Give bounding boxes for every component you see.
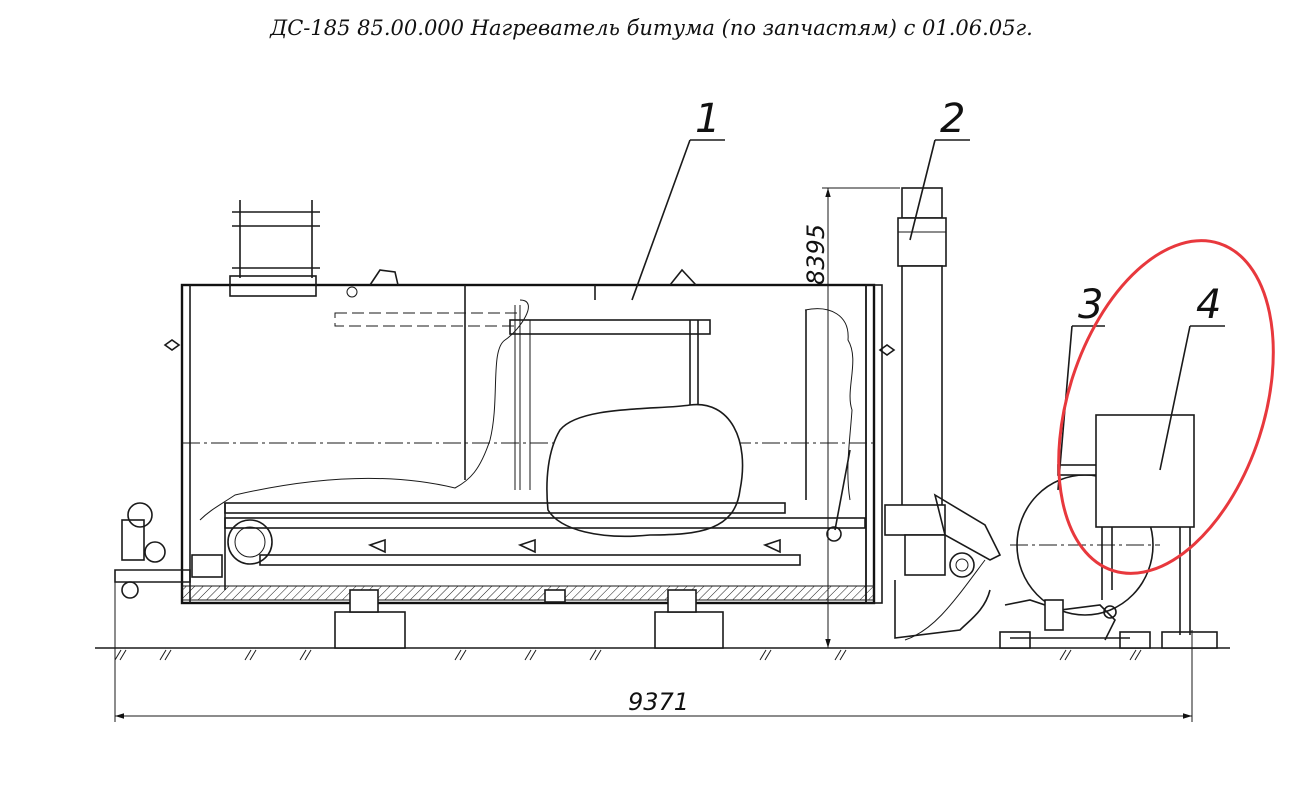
length-dimension [114,570,1193,722]
foundation-blocks [334,611,1218,649]
length-dimension-label: 9371 [628,688,689,716]
drawing-title: ДС-185 85.00.000 Нагреватель битума (по … [270,16,1033,40]
callout-4: 4 [1196,282,1221,328]
bitumen-tank [114,200,896,613]
callout-1: 1 [695,96,720,142]
highlight-ellipse [1057,239,1275,575]
control-cabinet [1095,414,1195,635]
height-dimension-label: 8395 [802,224,830,285]
chimney [884,187,1002,641]
ground-line [95,647,1230,661]
callout-3: 3 [1078,282,1103,328]
height-dimension [822,187,900,648]
callout-2: 2 [940,96,965,142]
